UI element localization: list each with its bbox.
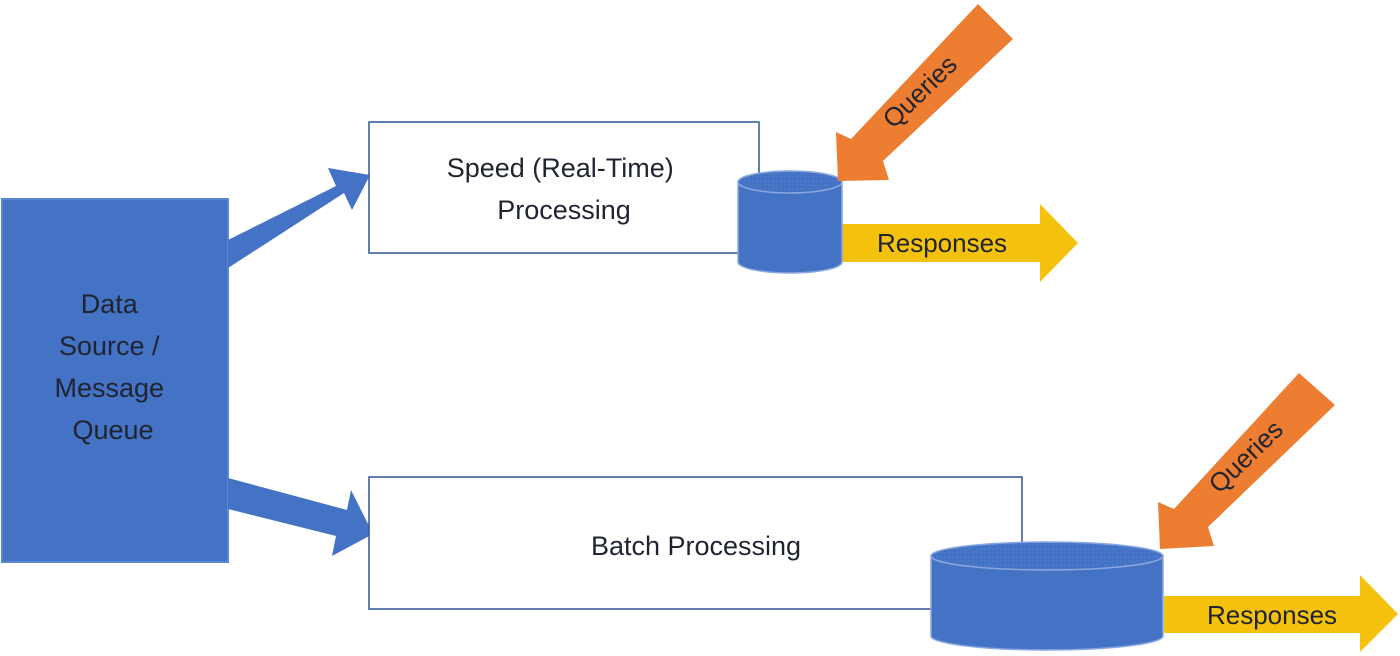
batch-processing-box: Batch Processing <box>368 476 1023 610</box>
speed-queries-arrow: Queries <box>836 4 1013 181</box>
batch-responses-label: Responses <box>1207 600 1337 630</box>
data-source-label-line: Queue <box>72 415 153 445</box>
data-source-label-line: Data <box>81 289 139 319</box>
batch-database-icon <box>930 541 1164 651</box>
speed-processing-box: Speed (Real-Time) Processing <box>368 121 760 254</box>
batch-processing-label: Batch Processing <box>591 531 801 561</box>
data-source-label-line: Message <box>54 373 164 403</box>
flow-arrow-to-batch <box>228 478 373 556</box>
data-source-label-line: Source / <box>59 331 160 361</box>
speed-database-icon <box>737 170 843 274</box>
speed-responses-label: Responses <box>877 228 1007 258</box>
batch-queries-arrow: Queries <box>1158 373 1335 549</box>
speed-responses-arrow: Responses <box>842 204 1078 282</box>
data-source-node: Data Source / Message Queue <box>1 198 229 563</box>
speed-processing-label-line: Processing <box>497 195 631 225</box>
speed-processing-label-line: Speed (Real-Time) <box>447 153 674 183</box>
batch-responses-arrow: Responses <box>1164 575 1398 652</box>
svg-text:Data Source / Mess: Data Source / Message Queue <box>54 289 171 445</box>
flow-arrow-to-speed <box>228 168 370 268</box>
svg-text:Speed (Real-Time) Proces: Speed (Real-Time) Processing <box>447 153 682 225</box>
